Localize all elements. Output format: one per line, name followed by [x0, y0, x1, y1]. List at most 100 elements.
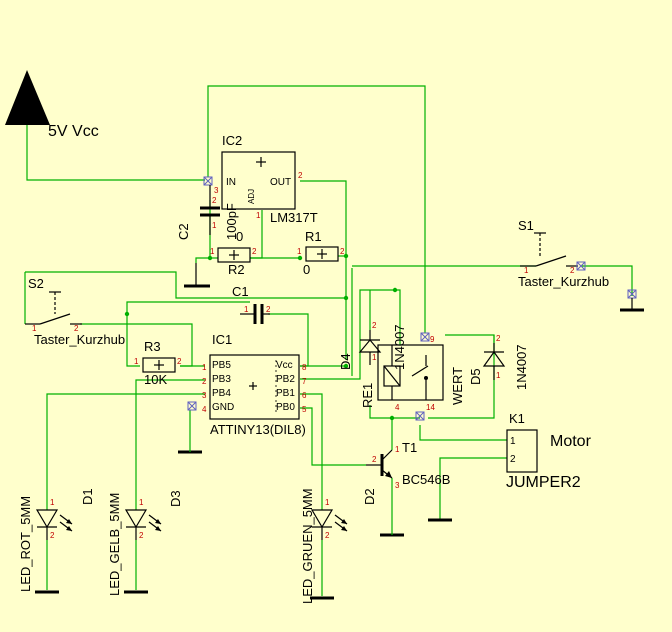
svg-text:2: 2 — [177, 357, 182, 366]
svg-text:1: 1 — [372, 353, 377, 362]
r2-ref: R2 — [228, 262, 245, 277]
svg-text:2: 2 — [74, 324, 79, 333]
svg-text:2: 2 — [325, 531, 330, 540]
c2-ref: C2 — [176, 223, 191, 240]
svg-text:4: 4 — [202, 405, 207, 414]
svg-text:1: 1 — [510, 436, 516, 447]
d2-part: LED_GRUEN_5MM — [300, 488, 315, 604]
led-d1[interactable]: D1 LED_ROT_5MM 1 2 — [18, 488, 95, 594]
d3-ref: D3 — [168, 490, 183, 507]
svg-text:1: 1 — [32, 324, 37, 333]
capacitor-c2[interactable]: C2 100pF 2 1 — [176, 185, 239, 240]
capacitor-c1[interactable]: C1 1 2 — [232, 284, 271, 324]
wires — [24, 85, 633, 596]
s2-part: Taster_Kurzhub — [34, 332, 125, 347]
ic1-ref: IC1 — [212, 332, 232, 347]
ic1-attiny13[interactable]: IC1 ATTINY13(DIL8) PB5 PB3 PB4 GND Vcc P… — [187, 332, 307, 437]
s1-part: Taster_Kurzhub — [518, 274, 609, 289]
svg-text:1: 1 — [244, 305, 249, 314]
resistor-r2[interactable]: 0 R2 1 2 — [210, 229, 257, 277]
svg-text:2: 2 — [252, 247, 257, 256]
svg-text:2: 2 — [372, 321, 377, 330]
vcc-label: 5V Vcc — [48, 123, 99, 140]
r1-value: 0 — [303, 262, 310, 277]
svg-text:3: 3 — [395, 481, 400, 490]
svg-text:1: 1 — [212, 221, 217, 230]
resistor-r1[interactable]: R1 0 1 2 — [297, 229, 345, 277]
d5-part: 1N4007 — [514, 344, 529, 390]
svg-text:1: 1 — [134, 357, 139, 366]
ground-t1 — [380, 520, 404, 537]
svg-text:5: 5 — [302, 405, 307, 414]
svg-text:2: 2 — [372, 455, 377, 464]
r3-ref: R3 — [144, 339, 161, 354]
ic2-part: LM317T — [270, 210, 318, 225]
svg-text:2: 2 — [570, 266, 575, 275]
s2-ref: S2 — [28, 276, 44, 291]
svg-text:3: 3 — [202, 391, 207, 400]
t1-part: BC546B — [402, 472, 450, 487]
ic2-pin-out: OUT — [270, 177, 291, 188]
ground-s1 — [620, 289, 644, 312]
resistor-r3[interactable]: R3 10K 1 2 — [134, 339, 182, 387]
svg-text:1: 1 — [395, 445, 400, 454]
s1-ref: S1 — [518, 218, 534, 233]
svg-text:2: 2 — [202, 377, 207, 386]
svg-text:3: 3 — [214, 186, 219, 195]
svg-text:14: 14 — [426, 403, 435, 412]
svg-text:1: 1 — [297, 247, 302, 256]
d2-ref: D2 — [362, 488, 377, 505]
diode-d5[interactable]: D5 1N4007 2 1 — [468, 334, 529, 390]
svg-text:6: 6 — [302, 391, 307, 400]
k1-title: Motor — [550, 433, 592, 450]
d1-part: LED_ROT_5MM — [18, 496, 33, 592]
ic1-pin-pb1: PB1 — [276, 388, 295, 399]
ic1-pin-pb5: PB5 — [212, 360, 231, 371]
svg-text:1: 1 — [325, 498, 330, 507]
svg-text:1: 1 — [139, 498, 144, 507]
switch-s1[interactable]: S1 Taster_Kurzhub 1 2 — [518, 218, 609, 289]
svg-text:2: 2 — [298, 171, 303, 180]
ic1-pin-pb3: PB3 — [212, 374, 231, 385]
r3-value: 10K — [144, 372, 167, 387]
re1-part: WERT — [450, 367, 465, 405]
t1-ref: T1 — [402, 440, 417, 455]
d4-ref: D4 — [338, 353, 353, 370]
svg-text:2: 2 — [510, 454, 516, 465]
led-d3[interactable]: D3 LED_GELB_5MM 1 2 — [107, 490, 183, 596]
svg-text:2: 2 — [50, 531, 55, 540]
junctions — [124, 253, 398, 421]
svg-text:4: 4 — [395, 403, 400, 412]
svg-text:1: 1 — [256, 211, 261, 220]
ic2-ref: IC2 — [222, 133, 242, 148]
re1-ref: RE1 — [360, 383, 375, 408]
ic1-pin-pb4: PB4 — [212, 388, 231, 399]
relay-re1[interactable]: RE1 WERT 9 4 14 — [360, 332, 465, 421]
svg-text:2: 2 — [340, 247, 345, 256]
d3-part: LED_GELB_5MM — [107, 493, 122, 596]
ic1-pin-gnd: GND — [212, 402, 234, 413]
svg-text:1: 1 — [524, 266, 529, 275]
diode-d4[interactable]: D4 1N4007 2 1 — [338, 321, 407, 370]
switch-s2[interactable]: S2 Taster_Kurzhub 1 2 — [25, 276, 125, 347]
svg-text:7: 7 — [302, 377, 307, 386]
c1-ref: C1 — [232, 284, 249, 299]
ic1-pin-pb0: PB0 — [276, 402, 295, 413]
svg-text:1: 1 — [210, 247, 215, 256]
ground-c2 — [184, 263, 210, 288]
d5-ref: D5 — [468, 368, 483, 385]
led-d2[interactable]: D2 LED_GRUEN_5MM 1 2 — [300, 488, 377, 604]
ic1-pin-vcc: Vcc — [276, 360, 293, 371]
svg-text:2: 2 — [212, 196, 217, 205]
r2-value: 0 — [236, 229, 243, 244]
svg-text:2: 2 — [139, 531, 144, 540]
ic2-regulator[interactable]: IC2 IN OUT ADJ LM317T 3 2 1 — [203, 133, 318, 225]
svg-text:2: 2 — [496, 334, 501, 343]
transistor-t1[interactable]: T1 BC546B 2 1 3 — [366, 440, 450, 490]
svg-text:8: 8 — [302, 363, 307, 372]
ic2-pin-in: IN — [226, 177, 236, 188]
svg-text:1: 1 — [50, 498, 55, 507]
jumper-k1[interactable]: K1 Motor JUMPER2 1 2 — [506, 411, 592, 491]
k1-part: JUMPER2 — [506, 474, 581, 491]
